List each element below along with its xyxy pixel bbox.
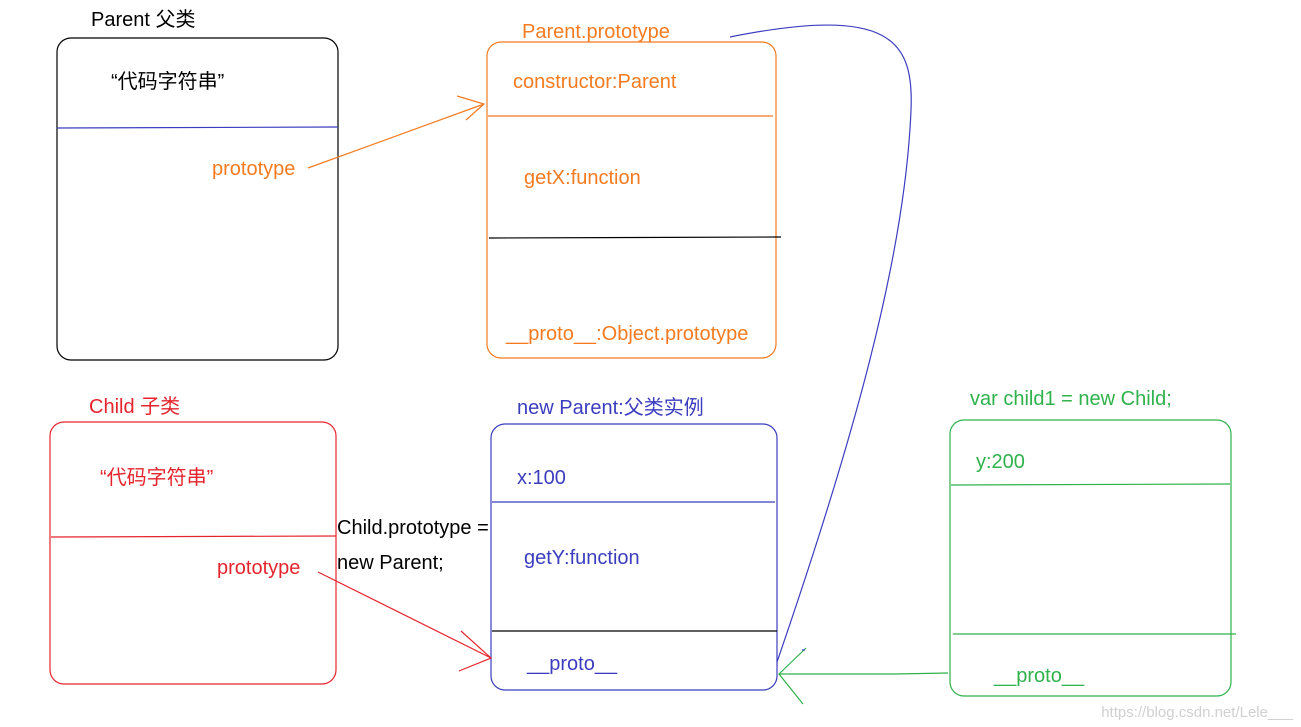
child1-proto-arrow [778, 647, 949, 705]
parent-prototype-getx: getX:function [524, 167, 641, 189]
parent-prototype-title: Parent.prototype [522, 21, 670, 43]
parent-prototype-proto: __proto__:Object.prototype [506, 323, 749, 345]
parent-box [56, 37, 339, 361]
assignment-line1: Child.prototype = [337, 517, 489, 539]
watermark: https://blog.csdn.net/Lele___ [1101, 704, 1293, 721]
parent-instance-x: x:100 [517, 467, 566, 489]
parent-instance-box [490, 423, 778, 691]
parent-instance-gety: getY:function [524, 547, 640, 569]
parent-prototype-box [486, 41, 777, 359]
parent-instance-title: new Parent:父类实例 [517, 397, 704, 419]
child-prototype-arrow [317, 571, 493, 672]
child-title: Child 子类 [89, 396, 181, 418]
child-box [49, 421, 337, 685]
instance-proto-curve [729, 24, 912, 663]
assignment-line2: new Parent; [337, 552, 444, 574]
parent-code: “代码字符串” [111, 71, 225, 93]
parent-prototype-label: prototype [212, 158, 296, 180]
parent-box-divider [56, 126, 339, 129]
child-box-divider [50, 535, 337, 538]
child-prototype-label: prototype [217, 557, 301, 579]
parent-instance-proto: __proto__ [527, 653, 618, 675]
child1-divider-1 [950, 483, 1231, 486]
parent-prototype-divider-2 [488, 236, 782, 239]
parent-prototype-constructor: constructor:Parent [513, 71, 677, 93]
child1-box [949, 419, 1232, 697]
child1-proto: __proto__ [994, 665, 1085, 687]
child1-title: var child1 = new Child; [970, 388, 1172, 410]
parent-prototype-arrow [307, 95, 486, 169]
child1-y: y:200 [976, 451, 1025, 473]
child-code: “代码字符串” [100, 467, 214, 489]
parent-title: Parent 父类 [91, 9, 196, 31]
